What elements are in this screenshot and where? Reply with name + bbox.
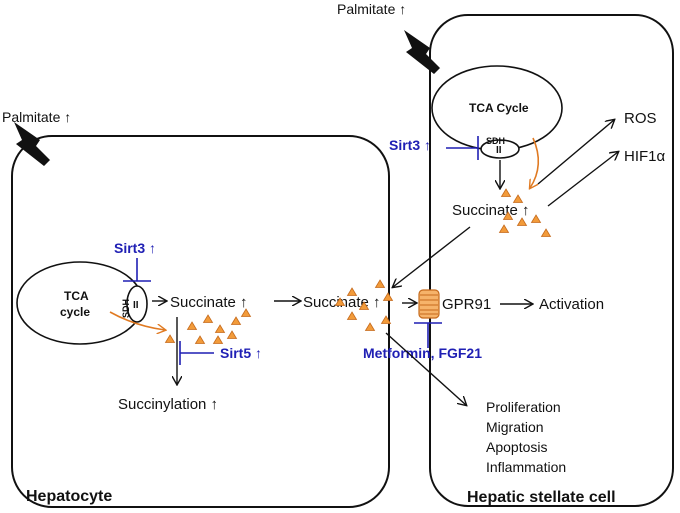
succinate-molecule-icon bbox=[530, 214, 542, 223]
hepatocyte-orange-arrow bbox=[109, 311, 165, 330]
gpr91-receptor-icon bbox=[418, 289, 440, 319]
succinate-to-hif-arrow bbox=[547, 152, 618, 207]
lightning-bolt-icon bbox=[404, 30, 452, 80]
hif-label: HIF1α bbox=[624, 148, 666, 165]
hepatocyte-sdh-complex bbox=[126, 285, 148, 323]
activation-label: Activation bbox=[539, 296, 604, 313]
hepatocyte-cell-label: Hepatocyte bbox=[26, 488, 112, 505]
hepatocyte-palmitate-label: Palmitate ↑ bbox=[2, 109, 71, 125]
succinate-molecule-icon bbox=[226, 330, 238, 339]
outcome-label: Apoptosis bbox=[486, 439, 547, 455]
succinate-molecule-icon bbox=[194, 335, 206, 344]
succinate-molecule-icon bbox=[240, 308, 252, 317]
stellate-tca-label: TCA Cycle bbox=[469, 101, 529, 115]
succinate-molecules bbox=[164, 188, 552, 344]
succinate-molecule-icon bbox=[500, 188, 512, 197]
stellate-cell-outline bbox=[429, 14, 674, 507]
hepatocyte-sirt3-label: Sirt3 ↑ bbox=[114, 240, 156, 256]
stellate-sirt3-label: Sirt3 ↑ bbox=[389, 137, 431, 153]
stellate-succinate-label: Succinate ↑ bbox=[452, 202, 530, 219]
succinate-molecule-icon bbox=[374, 279, 386, 288]
succinate-molecule-icon bbox=[334, 297, 346, 306]
stellate-complex-label: II bbox=[496, 145, 502, 156]
outcome-label: Proliferation bbox=[486, 399, 561, 415]
succinate-molecule-icon bbox=[502, 211, 514, 220]
succinate-molecule-icon bbox=[512, 194, 524, 203]
gpr91-to-outcomes-arrow bbox=[385, 332, 466, 405]
succinate-molecule-icon bbox=[214, 324, 226, 333]
succinate-molecule-icon bbox=[358, 301, 370, 310]
stellate-cell-label: Hepatic stellate cell bbox=[467, 489, 616, 506]
succinate-molecule-icon bbox=[212, 335, 224, 344]
hepatocyte-tca-label: cycle bbox=[60, 305, 90, 319]
stellate-orange-arrow bbox=[530, 137, 540, 188]
stellate-palmitate-label: Palmitate ↑ bbox=[337, 1, 406, 17]
succinate-molecule-icon bbox=[498, 224, 510, 233]
succinate-molecule-icon bbox=[230, 316, 242, 325]
stellate-succinate-release-arrow bbox=[393, 226, 471, 287]
succinate-molecule-icon bbox=[164, 334, 176, 343]
succinate-molecule-icon bbox=[540, 228, 552, 237]
stellate-sdh-complex bbox=[480, 139, 520, 159]
succinate-molecule-icon bbox=[346, 311, 358, 320]
succinate-molecule-icon bbox=[346, 287, 358, 296]
hepatocyte-succinate-label: Succinate ↑ bbox=[170, 294, 248, 311]
hepatocyte-sdh-label: SDH bbox=[121, 299, 131, 318]
succinate-molecule-icon bbox=[186, 321, 198, 330]
succinate-molecule-icon bbox=[382, 292, 394, 301]
ros-label: ROS bbox=[624, 110, 657, 127]
outcome-label: Migration bbox=[486, 419, 544, 435]
succinate-molecule-icon bbox=[364, 322, 376, 331]
inhibitors-label: Metformin, FGF21 bbox=[363, 345, 482, 361]
lightning-bolt-icon bbox=[14, 122, 62, 172]
gpr91-label: GPR91 bbox=[442, 296, 491, 313]
stellate-sdh-label: SDH bbox=[486, 136, 505, 146]
succinylation-label: Succinylation ↑ bbox=[118, 396, 218, 413]
sirt5-label: Sirt5 ↑ bbox=[220, 345, 262, 361]
hepatocyte-complex-label: II bbox=[133, 300, 139, 311]
succinate-molecule-icon bbox=[516, 217, 528, 226]
hepatocyte-tca-label: TCA bbox=[64, 289, 89, 303]
succinate-molecule-icon bbox=[202, 314, 214, 323]
outcome-label: Inflammation bbox=[486, 459, 566, 475]
succinate-molecule-icon bbox=[380, 315, 392, 324]
succinate-to-ros-arrow bbox=[537, 120, 614, 185]
